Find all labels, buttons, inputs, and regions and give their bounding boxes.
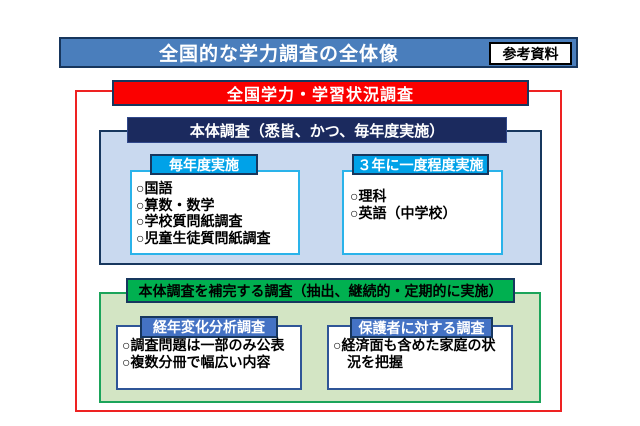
reference-label: 参考資料	[489, 42, 572, 65]
guardian-survey-tag: 保護者に対する調査	[350, 317, 493, 338]
trend-analysis-tag: 経年変化分析調査	[140, 316, 278, 338]
list-item: ○児童生徒質問紙調査	[136, 229, 271, 246]
list-item: ○学校質問紙調査	[136, 213, 243, 229]
triennial-survey-box	[342, 170, 503, 255]
survey-title-banner: 全国学力・学習状況調査	[112, 80, 529, 106]
guardian-survey-items: ○経済面も含めた家庭の状況を把握	[333, 337, 509, 370]
list-item: ○複数分冊で幅広い内容	[122, 353, 271, 370]
annual-survey-tag: 毎年度実施	[150, 154, 258, 175]
list-item: ○調査問題は一部のみ公表	[122, 337, 285, 353]
list-item: ○算数・数学	[136, 196, 215, 213]
annual-survey-box	[130, 170, 300, 255]
list-item: ○理科	[350, 188, 387, 204]
supplement-header: 本体調査を補完する調査（抽出、継続的・定期的に実施）	[126, 278, 515, 303]
triennial-survey-items: ○理科 ○英語（中学校）	[350, 188, 500, 221]
page-title: 全国的な学力調査の全体像	[158, 44, 399, 65]
list-item: ○英語（中学校）	[350, 204, 457, 221]
main-survey-header: 本体調査（悉皆、かつ、毎年度実施）	[127, 117, 507, 143]
triennial-survey-tag: ３年に一度程度実施	[352, 154, 489, 175]
trend-analysis-items: ○調査問題は一部のみ公表 ○複数分冊で幅広い内容	[122, 337, 298, 370]
list-item: ○国語	[136, 180, 173, 196]
annual-survey-items: ○国語 ○算数・数学 ○学校質問紙調査 ○児童生徒質問紙調査	[136, 180, 296, 246]
list-item: ○経済面も含めた家庭の状況を把握	[333, 337, 496, 370]
